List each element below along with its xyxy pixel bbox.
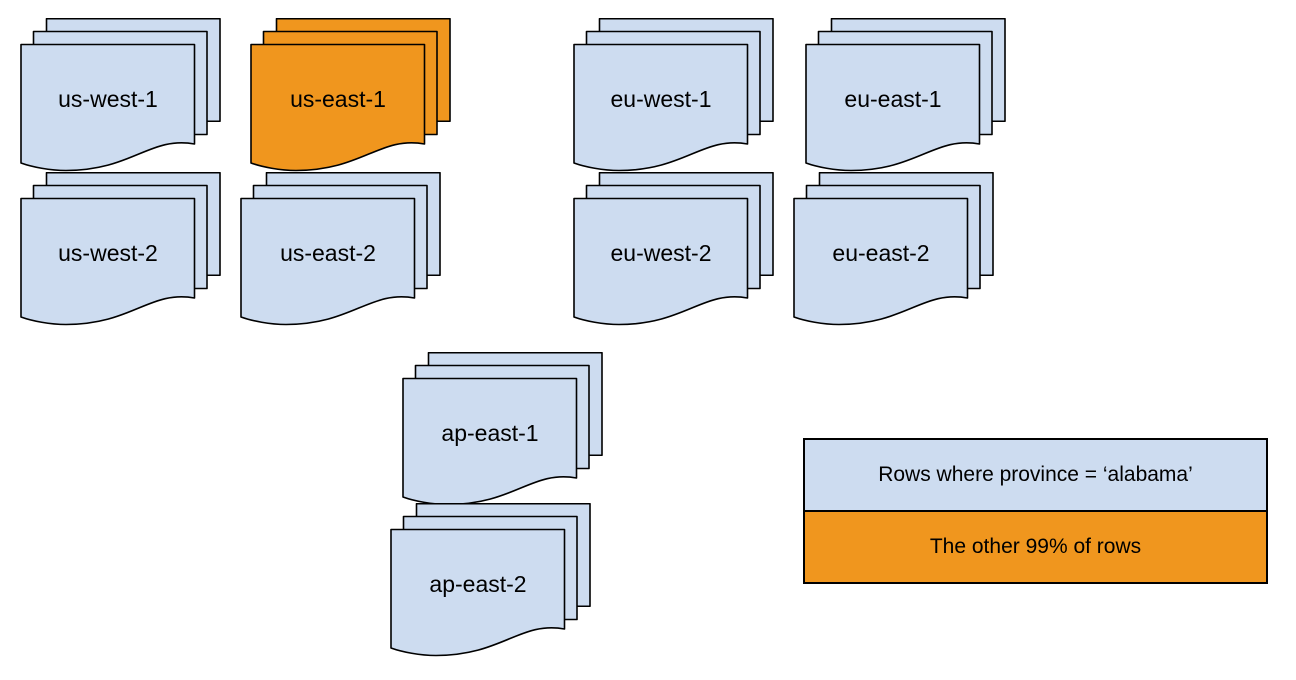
document-stack-icon — [240, 172, 441, 326]
front-document-sheet — [805, 43, 981, 172]
front-document-sheet — [240, 197, 416, 326]
front-document-sheet — [402, 377, 578, 506]
front-document-sheet — [573, 197, 749, 326]
stack-eu-west-1: eu-west-1 — [573, 18, 774, 172]
front-document-sheet — [390, 528, 566, 657]
stack-eu-east-2: eu-east-2 — [793, 172, 994, 326]
stack-ap-east-2: ap-east-2 — [390, 503, 591, 657]
region-label-us-east-2: us-east-2 — [280, 239, 376, 266]
stack-us-east-2: us-east-2 — [240, 172, 441, 326]
region-label-us-west-1: us-west-1 — [58, 85, 158, 112]
document-stack-icon — [402, 352, 603, 506]
region-label-ap-east-1: ap-east-1 — [441, 419, 539, 446]
stack-eu-west-2: eu-west-2 — [573, 172, 774, 326]
region-label-us-west-2: us-west-2 — [58, 239, 158, 266]
stack-us-east-1: us-east-1 — [250, 18, 451, 172]
document-stack-icon — [20, 18, 221, 172]
region-label-eu-east-1: eu-east-1 — [844, 85, 942, 112]
document-stack-icon — [250, 18, 451, 172]
front-document-sheet — [573, 43, 749, 172]
front-document-sheet — [20, 197, 196, 326]
stack-us-west-2: us-west-2 — [20, 172, 221, 326]
front-document-sheet — [793, 197, 969, 326]
stack-eu-east-1: eu-east-1 — [805, 18, 1006, 172]
legend-item-label: Rows where province = ‘alabama’ — [878, 463, 1193, 486]
document-stack-icon — [573, 172, 774, 326]
document-stack-icon — [20, 172, 221, 326]
region-label-eu-west-2: eu-west-2 — [610, 239, 712, 266]
front-document-sheet — [250, 43, 426, 172]
document-stack-icon — [805, 18, 1006, 172]
region-label-us-east-1: us-east-1 — [290, 85, 386, 112]
front-document-sheet — [20, 43, 196, 172]
legend-item-alabama-rows: Rows where province = ‘alabama’ — [805, 440, 1266, 512]
legend: Rows where province = ‘alabama’ The othe… — [803, 438, 1268, 584]
stack-ap-east-1: ap-east-1 — [402, 352, 603, 506]
region-label-eu-west-1: eu-west-1 — [610, 85, 712, 112]
region-label-eu-east-2: eu-east-2 — [832, 239, 930, 266]
legend-item-other-rows: The other 99% of rows — [805, 512, 1266, 582]
region-label-ap-east-2: ap-east-2 — [429, 570, 527, 597]
stack-us-west-1: us-west-1 — [20, 18, 221, 172]
document-stack-icon — [390, 503, 591, 657]
legend-item-label: The other 99% of rows — [929, 535, 1142, 558]
document-stack-icon — [573, 18, 774, 172]
document-stack-icon — [793, 172, 994, 326]
